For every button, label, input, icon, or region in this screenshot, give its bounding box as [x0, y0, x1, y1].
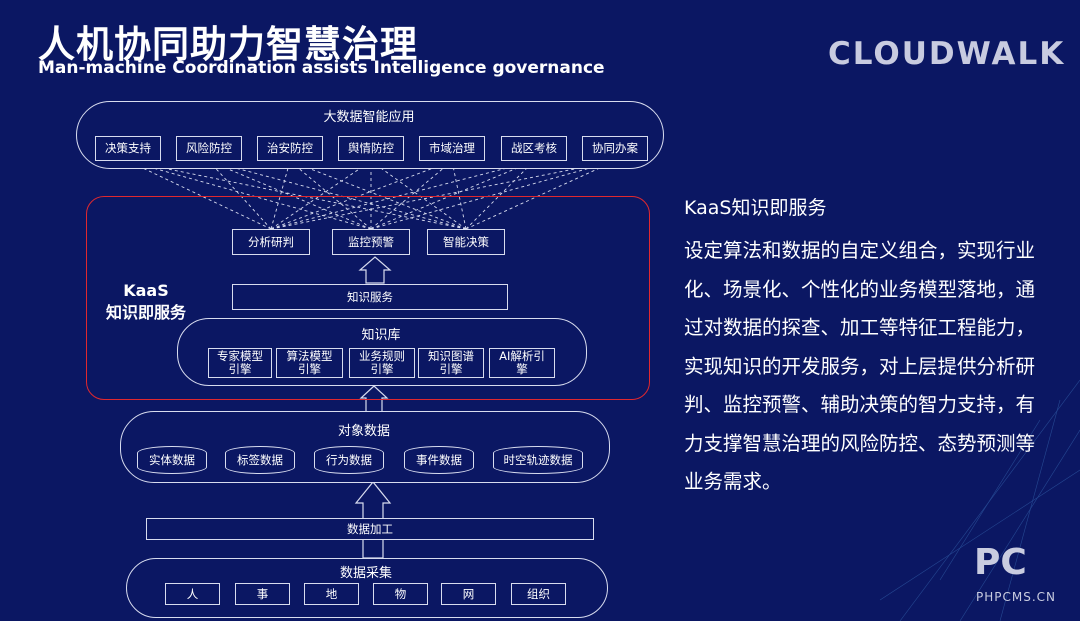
arrow-up-icon [358, 256, 392, 284]
app-item: 战区考核 [501, 136, 567, 161]
page-title: 人机协同助力智慧治理 [38, 23, 418, 66]
watermark-text: PHPCMS.CN [976, 590, 1057, 604]
data-collection-title: 数据采集 [339, 566, 392, 581]
connector-line [286, 158, 467, 230]
service-item: 监控预警 [332, 229, 410, 255]
engine-label-line2: 引擎 [439, 362, 463, 376]
connector-line [465, 158, 537, 230]
app-item: 风险防控 [176, 136, 242, 161]
app-item: 治安防控 [257, 136, 323, 161]
object-data-item: 标签数据 [225, 446, 295, 474]
collection-item: 物 [373, 583, 428, 605]
engine-label-line1: AI解析引 [499, 349, 545, 363]
object-data-item: 事件数据 [404, 446, 474, 474]
engine-label-line1: 业务规则 [359, 349, 405, 363]
engine-item: AI解析引擎 [489, 348, 555, 378]
collection-item: 网 [441, 583, 496, 605]
object-data-item: 行为数据 [314, 446, 384, 474]
description-heading: KaaS知识即服务 [684, 197, 827, 219]
engine-label-line1: 算法模型 [286, 349, 333, 363]
engine-label-line2: 引擎 [228, 362, 252, 376]
engine-item: 专家模型引擎 [208, 348, 272, 378]
app-item: 协同办案 [582, 136, 648, 161]
collection-item: 事 [235, 583, 290, 605]
service-item: 分析研判 [232, 229, 310, 255]
app-item: 舆情防控 [338, 136, 404, 161]
kaas-frame [86, 196, 650, 400]
connector-line [205, 159, 372, 230]
data-processing-box: 数据加工 [146, 518, 594, 540]
connector-line [124, 159, 272, 230]
kaas-label: KaaS 知识即服务 [105, 281, 186, 322]
object-data-item: 实体数据 [137, 446, 207, 474]
app-item: 市域治理 [419, 136, 485, 161]
connector-line [270, 158, 374, 230]
watermark-logo: PC [974, 542, 1027, 583]
page-subtitle: Man-machine Coordination assists Intelli… [38, 58, 605, 78]
collection-item: 人 [165, 583, 220, 605]
engine-label-line1: 专家模型 [217, 349, 263, 363]
connector-line [124, 158, 372, 230]
arrow-up-icon [359, 385, 389, 413]
engine-label-line2: 引擎 [370, 362, 394, 376]
engine-item: 算法模型引擎 [276, 348, 343, 378]
knowledge-base-title: 知识库 [361, 328, 401, 343]
object-data-item: 时空轨迹数据 [493, 446, 583, 474]
connector-line [270, 158, 456, 230]
knowledge-service-box: 知识服务 [232, 284, 508, 310]
object-data-title: 对象数据 [337, 424, 390, 439]
engine-item: 业务规则引擎 [349, 348, 415, 378]
app-layer-title: 大数据智能应用 [323, 110, 415, 125]
engine-label-line2: 擎 [516, 362, 528, 376]
engine-label-line1: 知识图谱 [428, 349, 474, 363]
engine-item: 知识图谱引擎 [418, 348, 484, 378]
connector-line [368, 158, 467, 230]
description-body: 设定算法和数据的自定义组合，实现行业化、场景化、个性化的业务模型落地，通过对数据… [684, 239, 1036, 493]
collection-item: 组织 [511, 583, 566, 605]
collection-item: 地 [304, 583, 359, 605]
arrow-up-icon [354, 481, 392, 559]
cloudwalk-logo: CLOUDWALK [828, 36, 1066, 72]
connector-line [270, 158, 619, 230]
engine-label-line2: 引擎 [298, 362, 321, 376]
app-item: 决策支持 [95, 136, 161, 161]
service-item: 智能决策 [427, 229, 505, 255]
connector-line [205, 158, 467, 230]
